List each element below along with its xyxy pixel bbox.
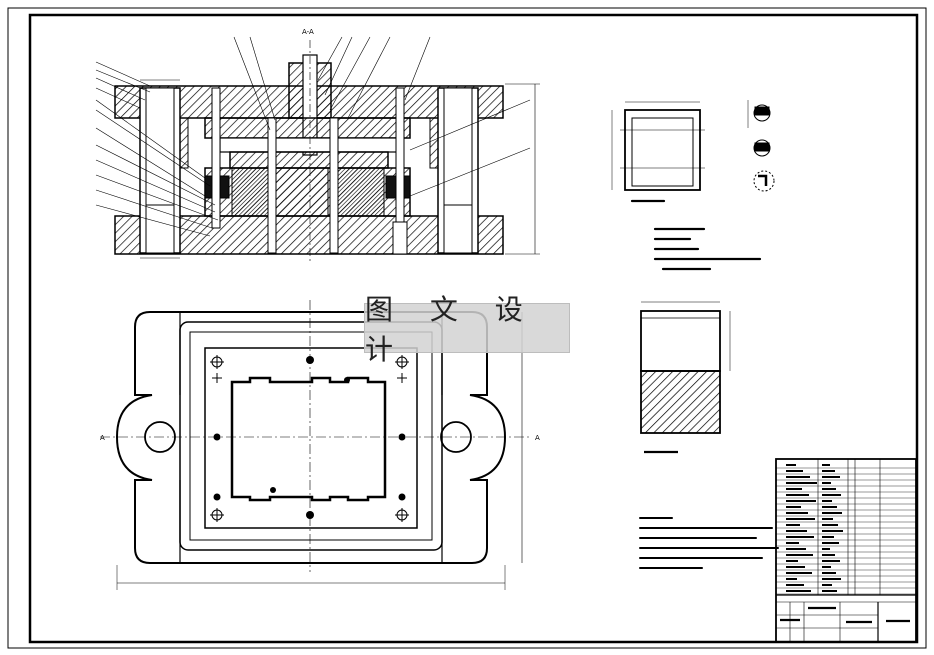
section-title: A-A bbox=[302, 28, 314, 36]
watermark: 图 文 设 计 bbox=[364, 293, 570, 366]
part-drawing-2 bbox=[640, 301, 731, 434]
title-block-marks bbox=[780, 606, 910, 624]
technical-notes bbox=[639, 517, 779, 569]
plan-view bbox=[100, 300, 530, 590]
part-drawing-1 bbox=[611, 100, 775, 192]
section-mark-right: A bbox=[535, 434, 540, 442]
section-view: A-A bbox=[95, 28, 540, 262]
title-block bbox=[775, 458, 917, 643]
part-1-notes bbox=[630, 199, 762, 271]
bom-rows bbox=[776, 464, 916, 595]
inner-frame bbox=[28, 13, 919, 644]
outer-frame bbox=[7, 7, 927, 649]
section-mark-left: A bbox=[100, 434, 105, 442]
